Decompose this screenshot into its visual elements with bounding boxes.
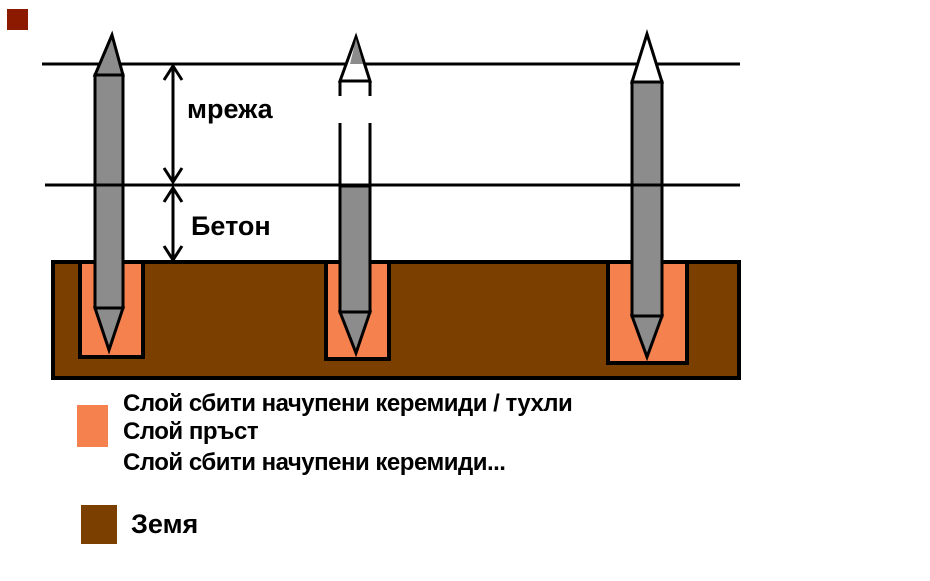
legend-layer-line-2: Слой пръст [123, 418, 259, 445]
mesh-label: мрежа [187, 94, 273, 124]
legend-ground-swatch [81, 505, 117, 544]
legend-layer-line-3: Слой сбити начупени керемиди... [123, 449, 506, 476]
concrete-label: Бетон [191, 211, 271, 241]
concrete-arrow-head-up [162, 185, 184, 203]
post-3-body [630, 80, 664, 318]
post-3-tip [629, 28, 665, 84]
post-1-point [92, 306, 126, 355]
legend-layers-swatch [77, 405, 108, 447]
legend-layer-line-1: Слой сбити начупени керемиди / тухли [123, 390, 573, 417]
post-2-point [337, 310, 373, 358]
post-1-tip [92, 30, 125, 77]
post-2-tip-cap [350, 39, 363, 64]
corner-swatch [7, 9, 28, 30]
mesh-arrow-head-down [162, 167, 184, 185]
post-1-body [93, 73, 125, 310]
concrete-arrow-head-down [162, 245, 184, 263]
ground-label: Земя [131, 509, 199, 539]
mesh-arrow-head-up [162, 63, 184, 81]
post-2-body [338, 184, 372, 314]
post-3-point [629, 314, 665, 362]
